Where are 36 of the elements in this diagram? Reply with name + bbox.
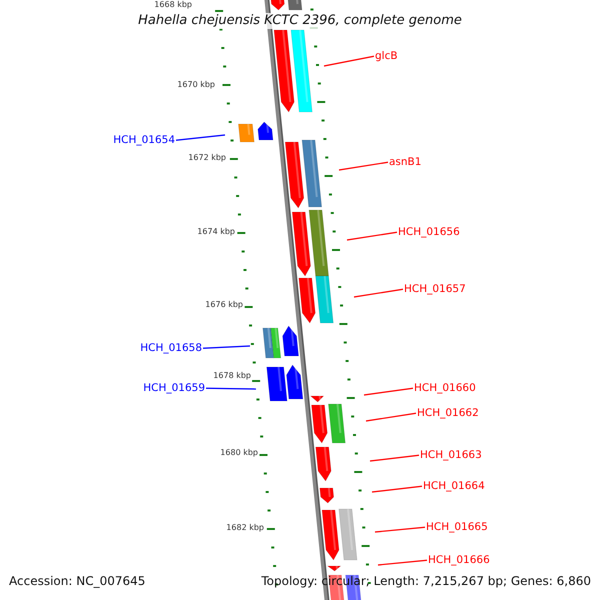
gene-label: HCH_01654 bbox=[113, 135, 175, 146]
scale-label: 1670 kbp bbox=[177, 81, 215, 89]
scale-label: 1682 kbp bbox=[226, 524, 264, 532]
scale-label: 1672 kbp bbox=[188, 154, 226, 162]
scale-label: 1674 kbp bbox=[197, 228, 235, 236]
leader-line bbox=[338, 162, 388, 171]
gene-label: HCH_01659 bbox=[143, 383, 205, 394]
footer-text: Topology: circular; Length: 7,215,267 bp; Genes: 6,860 bbox=[261, 575, 591, 587]
gene-label: HCH_01664 bbox=[423, 481, 485, 492]
leader-line bbox=[372, 486, 422, 493]
scale-label: 1678 kbp bbox=[213, 372, 251, 380]
gene-label: HCH_01663 bbox=[420, 450, 482, 460]
gene-label: HCH_01665 bbox=[426, 522, 488, 532]
gene-label: HCH_01656 bbox=[398, 227, 460, 238]
footer-text: Accession: NC_007645 bbox=[9, 575, 146, 587]
scale-label: 1676 kbp bbox=[205, 301, 243, 309]
scale-label: 1668 kbp bbox=[154, 1, 192, 9]
gene-label: HCH_01666 bbox=[428, 555, 490, 566]
gene-label: HCH_01662 bbox=[417, 408, 479, 418]
scale-label: 1680 kbp bbox=[220, 449, 258, 457]
leader-line bbox=[202, 345, 250, 349]
leader-line bbox=[176, 134, 226, 141]
leader-line bbox=[374, 526, 426, 533]
leader-line bbox=[366, 412, 416, 422]
leader-line bbox=[364, 388, 414, 396]
leader-line bbox=[378, 560, 428, 566]
gene-label: HCH_01660 bbox=[414, 383, 476, 394]
gene-label: asnB1 bbox=[389, 157, 422, 168]
leader-line bbox=[206, 388, 256, 390]
gene-label: glcB bbox=[375, 51, 398, 62]
gene-label: HCH_01658 bbox=[140, 343, 202, 354]
leader-line bbox=[354, 288, 404, 298]
leader-line bbox=[346, 232, 398, 241]
leader-line bbox=[324, 56, 374, 67]
leader-line bbox=[370, 454, 420, 462]
gene-label: HCH_01657 bbox=[404, 284, 466, 294]
